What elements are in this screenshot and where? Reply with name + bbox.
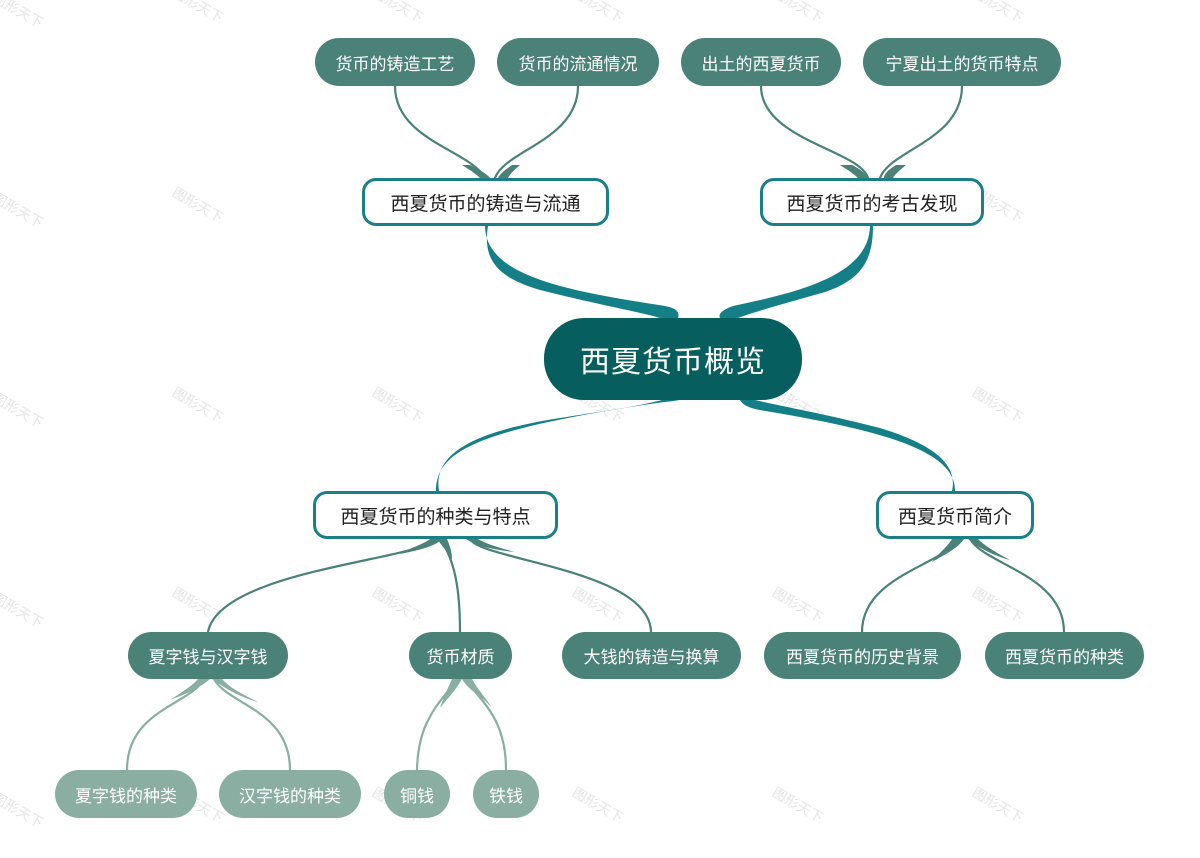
topic-casting-circulation[interactable]: 西夏货币的铸造与流通 [362, 178, 609, 226]
level2-bottom-connectors [206, 537, 1066, 634]
leaf-iron-coin[interactable]: 铁钱 [473, 770, 539, 818]
connector-root-types [436, 400, 680, 491]
topic-introduction[interactable]: 西夏货币简介 [876, 491, 1034, 539]
level2-bottom-taper [400, 539, 1010, 562]
topic-types-features[interactable]: 西夏货币的种类与特点 [313, 491, 558, 539]
subtopic-material[interactable]: 货币材质 [409, 632, 512, 679]
topic-archaeological-finds[interactable]: 西夏货币的考古发现 [760, 178, 984, 226]
connector-root-casting [485, 226, 679, 318]
connector-root-archaeology [719, 226, 873, 318]
subtopic-history[interactable]: 西夏货币的历史背景 [764, 632, 961, 679]
leaf-han-coin-types[interactable]: 汉字钱的种类 [219, 770, 361, 818]
subtopic-casting-craft[interactable]: 货币的铸造工艺 [315, 38, 475, 86]
level2-top-taper [462, 165, 906, 178]
subtopic-excavated-coins[interactable]: 出土的西夏货币 [681, 38, 841, 86]
leaf-xia-coin-types[interactable]: 夏字钱的种类 [55, 770, 197, 818]
subtopic-circulation[interactable]: 货币的流通情况 [497, 38, 659, 86]
level2-top-connectors [393, 84, 964, 180]
leaf-copper-coin[interactable]: 铜钱 [384, 770, 450, 818]
root-connectors [436, 226, 956, 491]
level3-taper [170, 679, 492, 708]
subtopic-ningxia-features[interactable]: 宁夏出土的货币特点 [863, 38, 1061, 86]
subtopic-xia-han-coins[interactable]: 夏字钱与汉字钱 [128, 632, 288, 679]
connector-root-intro [740, 400, 956, 491]
subtopic-large-coins[interactable]: 大钱的铸造与换算 [562, 632, 741, 679]
root-node[interactable]: 西夏货币概览 [544, 318, 802, 400]
subtopic-coin-types[interactable]: 西夏货币的种类 [985, 632, 1144, 679]
